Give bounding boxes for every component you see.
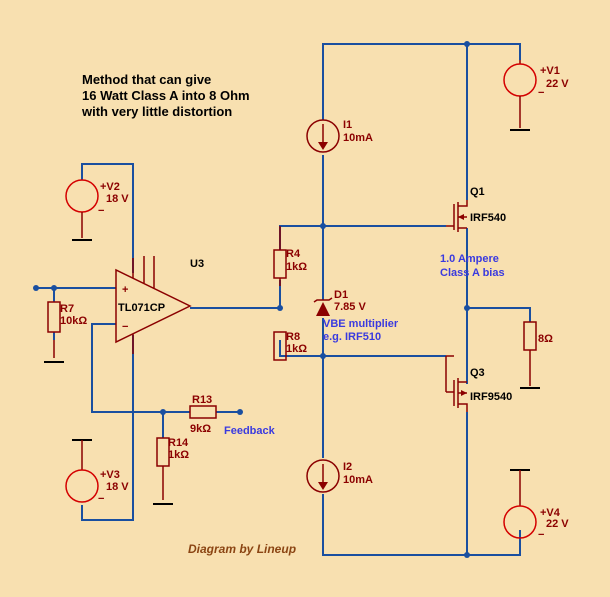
v4-minus: −: [538, 529, 544, 541]
d1-value: 7.85 V: [334, 301, 366, 313]
bias-text-line1: 1.0 Ampere: [440, 253, 499, 265]
resistor-r7: R7 10kΩ: [44, 301, 87, 363]
u3-plus: +: [122, 284, 128, 296]
mosfet-q3: Q3 IRF9540: [445, 355, 512, 412]
q3-value: IRF9540: [470, 391, 512, 403]
i2-name: I2: [343, 461, 352, 473]
bias-text-line2: Class A bias: [440, 267, 505, 279]
credit-text: Diagram by Lineup: [188, 542, 296, 556]
v2-name: +V2: [100, 181, 120, 193]
resistor-r8: R8 1kΩ: [273, 331, 307, 361]
method-text-line2: 16 Watt Class A into 8 Ohm: [82, 88, 250, 103]
v3-value: 18 V: [106, 481, 129, 493]
i1-name: I1: [343, 119, 352, 131]
q3-name: Q3: [470, 367, 485, 379]
source-v4: +V4 22 V −: [503, 469, 569, 541]
resistor-r4: R4 1kΩ: [273, 226, 307, 286]
r7-name: R7: [60, 303, 74, 315]
r4-name: R4: [286, 248, 301, 260]
u3-minus: −: [122, 321, 128, 333]
opamp-u3: + − TL071CP U3: [115, 256, 204, 354]
v1-name: +V1: [540, 65, 560, 77]
r13-value: 9kΩ: [190, 423, 211, 435]
resistor-r13: R13 9kΩ: [189, 394, 217, 435]
resistor-r14: R14 1kΩ: [153, 437, 189, 505]
v2-minus: −: [98, 205, 104, 217]
v4-value: 22 V: [546, 518, 569, 530]
v3-minus: −: [98, 493, 104, 505]
vbe-text-line2: e.g. IRF510: [323, 331, 381, 343]
v1-minus: −: [538, 87, 544, 99]
v4-name: +V4: [540, 507, 561, 519]
mosfet-q1: Q1 IRF540: [446, 186, 506, 232]
r4-value: 1kΩ: [286, 261, 307, 273]
r13-name: R13: [192, 394, 212, 406]
method-text-line1: Method that can give: [82, 72, 211, 87]
v2-value: 18 V: [106, 193, 129, 205]
vbe-text-line1: VBE multiplier: [323, 318, 399, 330]
v3-name: +V3: [100, 469, 120, 481]
r7-value: 10kΩ: [60, 315, 87, 327]
current-source-i1: I1 10mA: [306, 119, 373, 153]
load-value: 8Ω: [538, 333, 553, 345]
source-v3: +V3 18 V −: [65, 439, 129, 505]
r14-value: 1kΩ: [168, 449, 189, 461]
method-text-line3: with very little distortion: [81, 104, 232, 119]
u3-value: TL071CP: [118, 302, 165, 314]
u3-name: U3: [190, 258, 204, 270]
q1-name: Q1: [470, 186, 485, 198]
load-resistor: 8Ω: [520, 321, 553, 389]
current-source-i2: I2 10mA: [306, 459, 373, 493]
d1-name: D1: [334, 289, 348, 301]
source-v2: +V2 18 V −: [65, 179, 129, 241]
feedback-label: Feedback: [224, 425, 276, 437]
zener-d1: D1 7.85 V: [313, 289, 366, 316]
r8-name: R8: [286, 331, 300, 343]
r8-value: 1kΩ: [286, 343, 307, 355]
source-v1: +V1 22 V −: [503, 60, 569, 131]
junction-dots: [33, 41, 470, 558]
i2-value: 10mA: [343, 474, 373, 486]
q1-value: IRF540: [470, 212, 506, 224]
r14-name: R14: [168, 437, 189, 449]
i1-value: 10mA: [343, 132, 373, 144]
v1-value: 22 V: [546, 78, 569, 90]
wires: [36, 43, 531, 556]
